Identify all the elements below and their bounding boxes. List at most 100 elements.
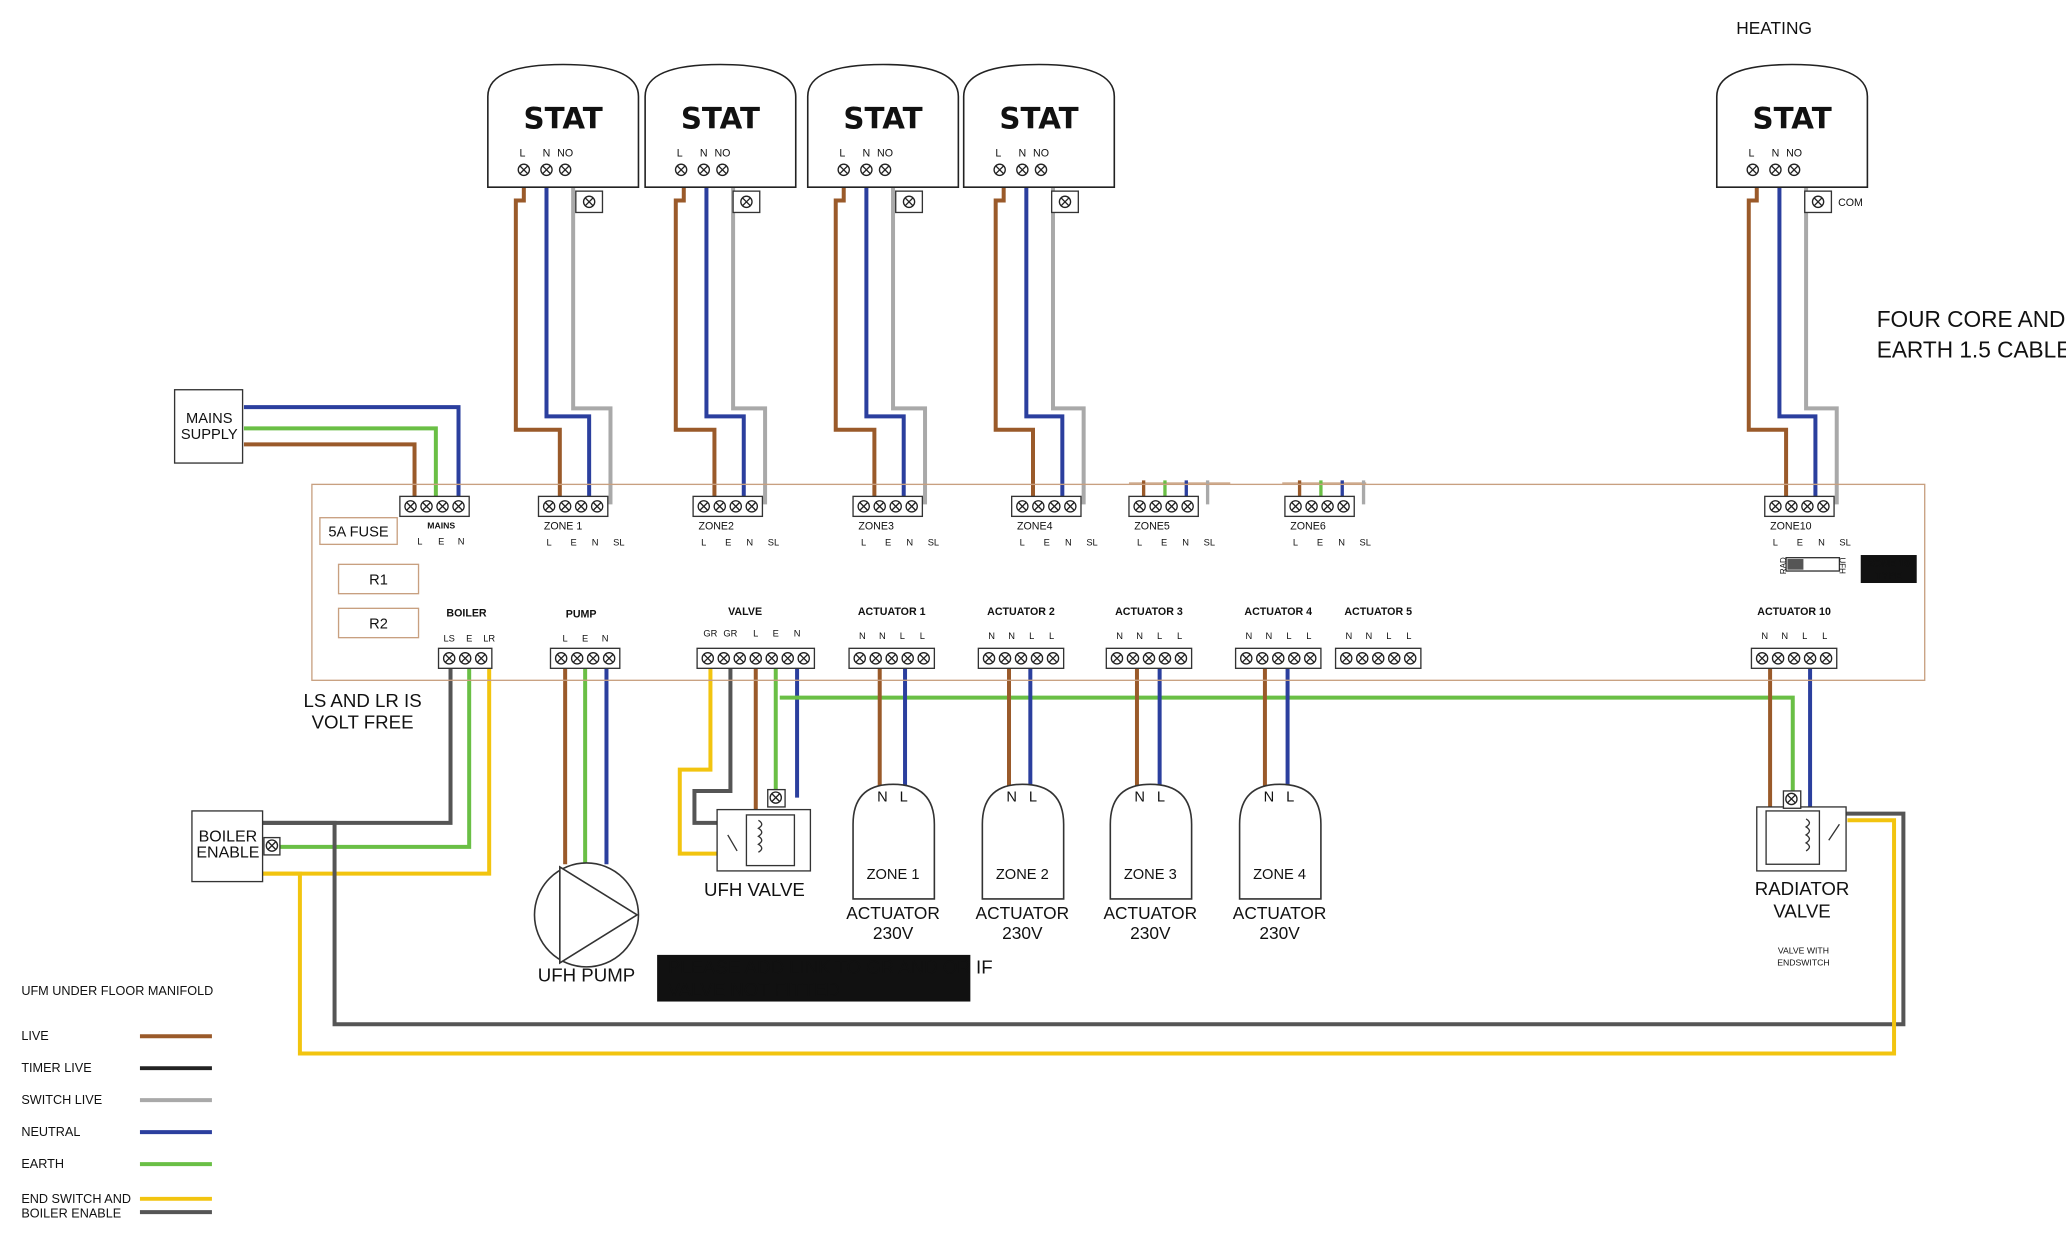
zone-term-label: E xyxy=(570,538,576,548)
valve-with-endswitch-label: ENDSWITCH xyxy=(1777,958,1829,968)
terminal-cross xyxy=(588,653,598,663)
terminal-cross xyxy=(903,653,913,663)
actuator-head xyxy=(981,783,1065,900)
actuator-term-label: N xyxy=(1116,631,1123,641)
terminal-cross xyxy=(1341,653,1351,663)
terminal-cross xyxy=(1357,653,1367,663)
terminal-cross xyxy=(1048,653,1058,663)
zone-terminal-block xyxy=(537,495,609,518)
actuator-term-label: N xyxy=(859,631,866,641)
pump-terminal-label: PUMP xyxy=(566,609,597,621)
terminal-cross xyxy=(731,501,741,511)
mains-live-wire xyxy=(243,442,417,505)
terminal-cross xyxy=(719,653,729,663)
legend-item-label: BOILER ENABLE xyxy=(21,1206,121,1220)
ufh-valve-coil-box xyxy=(745,814,796,867)
boiler-term-label: E xyxy=(466,634,472,644)
actuator-term-label: L xyxy=(1049,631,1054,641)
zone10-type-badge xyxy=(1860,555,1917,584)
zone-term-label: SL xyxy=(1839,538,1850,548)
actuator-term-label: N xyxy=(1008,631,1015,641)
terminal-cross xyxy=(454,501,463,511)
actuator-l-label: L xyxy=(1157,790,1165,806)
actuator-term-label: L xyxy=(1406,631,1411,641)
actuator-n-label: N xyxy=(1134,790,1145,806)
thermostat-housing xyxy=(806,63,960,188)
actuator-head xyxy=(1109,783,1193,900)
terminal-cross xyxy=(887,653,897,663)
terminal-cross xyxy=(703,653,713,663)
zone-term-label: SL xyxy=(1360,538,1371,548)
valve-terminal-label: VALVE xyxy=(728,606,762,618)
valve-term-label: L xyxy=(753,628,758,638)
boiler-term-label: LS xyxy=(443,634,454,644)
ufh-label: UFH xyxy=(1837,557,1846,574)
actuator-voltage-label: 230V xyxy=(1130,923,1171,943)
terminal-cross xyxy=(1373,653,1383,663)
thermostat-housing xyxy=(487,63,640,188)
actuator-zone-label: ZONE 4 xyxy=(1253,867,1306,883)
stat-title: STAT xyxy=(843,101,922,135)
terminal-cross xyxy=(1339,501,1349,511)
actuator-term-label: L xyxy=(1177,631,1182,641)
mains-supply-label: MAINS xyxy=(186,411,233,427)
terminal-cross xyxy=(747,501,757,511)
stat-live-wire xyxy=(833,171,877,505)
zone-terminal-block xyxy=(1764,495,1835,518)
actuator-term-label: N xyxy=(988,631,995,641)
fuse-box xyxy=(319,517,398,546)
stat-neutral-wire xyxy=(544,171,592,505)
terminal-cross xyxy=(572,653,582,663)
terminal-cross xyxy=(907,501,917,511)
pump-term-label: L xyxy=(563,634,568,644)
actuator-term-label: L xyxy=(1286,631,1291,641)
legend-title: UFM UNDER FLOOR MANIFOLD xyxy=(21,984,213,998)
boiler-terminal-label: BOILER xyxy=(446,607,487,619)
terminal-cross xyxy=(1773,653,1783,663)
terminal-cross xyxy=(1241,653,1251,663)
zone-term-label: L xyxy=(1293,538,1298,548)
actuator-term-label: N xyxy=(1761,631,1768,641)
zone-term-label: SL xyxy=(1204,538,1215,548)
terminal-cross xyxy=(717,165,727,175)
stat-term-label: NO xyxy=(877,147,893,159)
boiler-enable-box xyxy=(191,810,264,883)
stat-term-label: N xyxy=(700,147,708,159)
stat-title: STAT xyxy=(1752,101,1831,135)
note-text: VALVE NOT FITTED xyxy=(668,979,840,1000)
terminal-cross xyxy=(1017,501,1027,511)
terminal-cross xyxy=(783,653,793,663)
legend-item-label: TIMER LIVE xyxy=(21,1061,91,1075)
valve-term-label: E xyxy=(773,628,779,638)
actuator-terminal-label: ACTUATOR 10 xyxy=(1757,606,1831,618)
terminal-cross xyxy=(1176,653,1186,663)
zone-term-label: N xyxy=(592,538,599,548)
mains-neutral-wire xyxy=(243,405,461,505)
stat-switch-wire xyxy=(1804,171,1839,505)
actuator-terminal-label: ACTUATOR 4 xyxy=(1244,606,1312,618)
terminal-cross xyxy=(1167,501,1177,511)
zone-term-label: N xyxy=(1065,538,1072,548)
zone-term-label: N xyxy=(746,538,753,548)
zone-terminal-block xyxy=(1011,495,1082,518)
terminal-cross xyxy=(1786,501,1796,511)
stat-neutral-wire xyxy=(1777,171,1818,505)
com-label: COM xyxy=(1838,197,1863,209)
terminal-cross xyxy=(556,653,566,663)
actuator-head xyxy=(852,783,936,900)
terminal-cross xyxy=(1307,501,1317,511)
valve-gr-yellow-wire xyxy=(677,664,720,856)
terminal-cross xyxy=(460,653,470,663)
legend-item-label: LIVE xyxy=(21,1029,48,1043)
stat-term-label: NO xyxy=(1033,147,1049,159)
zone-term-label: SL xyxy=(613,538,624,548)
volt-free-note: LS AND LR IS xyxy=(303,690,421,711)
zone-term-label: L xyxy=(1020,538,1025,548)
actuator-term-label: L xyxy=(1157,631,1162,641)
mains-terminal-block xyxy=(399,495,470,518)
terminal-cross xyxy=(984,653,994,663)
actuator-label: ACTUATOR xyxy=(846,903,940,923)
thermostat-housing xyxy=(1715,63,1869,188)
term-label: E xyxy=(438,536,444,546)
actuator-terminal-label: ACTUATOR 3 xyxy=(1115,606,1183,618)
